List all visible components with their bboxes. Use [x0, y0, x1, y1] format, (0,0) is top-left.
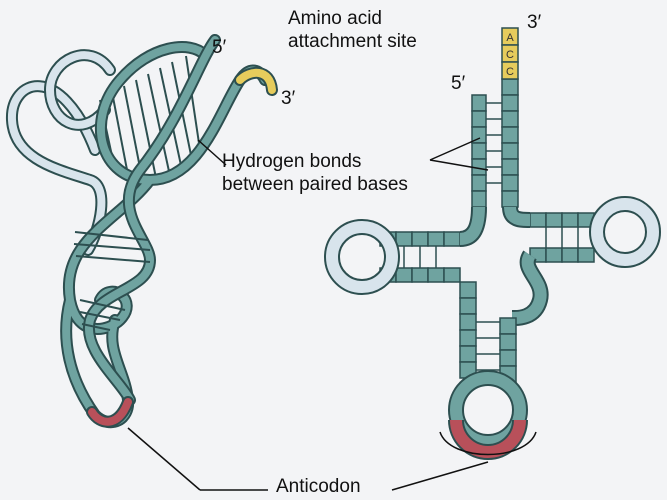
- three-prime-label-right: 3′: [527, 12, 542, 33]
- acc-letters: A C C: [506, 32, 514, 78]
- anticodon-3d-fill: [88, 398, 132, 426]
- acceptor-pair-rungs: [486, 102, 502, 184]
- acceptor-helix-rungs: [99, 55, 201, 179]
- hbond-pointer-right-1: [429, 137, 481, 161]
- d-arm-connect-top-fill: [459, 206, 485, 245]
- anticodon-pointer-left: [127, 427, 201, 491]
- acc-tail-3d-fill: [236, 68, 276, 94]
- anticodon-stem-rungs: [476, 321, 500, 371]
- acc-letter-3: C: [506, 66, 514, 78]
- anticodon-stem: [459, 281, 517, 383]
- hydrogen-bonds-label-line2: between paired bases: [222, 174, 408, 195]
- t-arm-stem: [529, 212, 595, 263]
- acc-letter-1: A: [506, 32, 514, 44]
- t-arm-rungs: [545, 227, 579, 248]
- anticodon-bracket: [439, 431, 537, 456]
- variable-loop-fill: [511, 251, 547, 325]
- trna-3d-structure: [5, 34, 278, 429]
- pointer-lines: [127, 137, 537, 491]
- second-strand-fill: [84, 36, 219, 404]
- light-loop-upper-fill: [45, 51, 114, 129]
- hydrogen-bonds-label-line1: Hydrogen bonds: [222, 151, 362, 172]
- acceptor-stem-5prime: [471, 94, 487, 208]
- d-loop-fill: [326, 221, 398, 293]
- hbond-pointer-right-2: [429, 159, 489, 171]
- d-arm-rungs: [403, 246, 437, 268]
- t-loop-fill: [591, 198, 659, 266]
- cloverleaf-structure: [324, 27, 661, 460]
- anticodon-label: Anticodon: [276, 476, 361, 497]
- amino-acid-label-line1: Amino acid: [288, 8, 382, 29]
- five-prime-label-right: 5′: [451, 73, 466, 94]
- three-prime-label-left: 3′: [281, 88, 296, 109]
- five-prime-label-left: 5′: [212, 37, 227, 58]
- lower-helix-rungs: [73, 231, 151, 331]
- t-arm-connect-fill: [504, 206, 531, 226]
- acc-tail-boxes: [501, 27, 519, 80]
- acc-letter-2: C: [506, 49, 514, 61]
- acceptor-stem-3prime: [501, 78, 519, 208]
- amino-acid-label-line2: attachment site: [288, 31, 417, 52]
- anticodon-pointer-right-end: [391, 461, 489, 491]
- anticodon-bases-fill: [450, 419, 526, 458]
- anticodon-loop-fill: [450, 372, 526, 448]
- hbond-pointer-left: [197, 139, 227, 166]
